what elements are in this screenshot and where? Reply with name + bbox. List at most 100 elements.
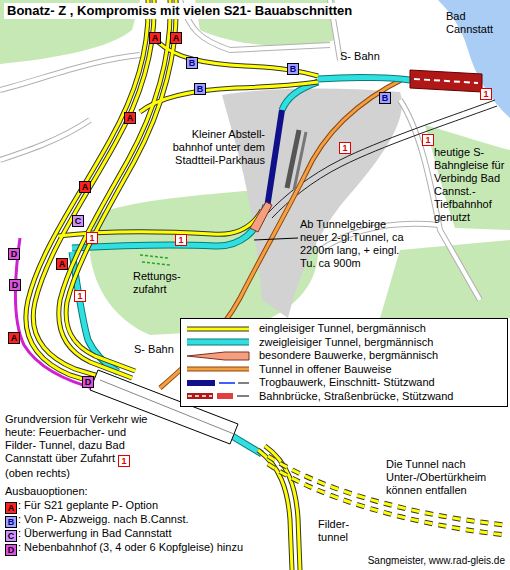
callout-marker: A xyxy=(79,181,91,193)
single-tunnel-edge xyxy=(140,82,318,112)
callout-marker: A xyxy=(149,32,161,44)
legend-text: eingleisiger Tunnel, bergmännisch xyxy=(259,322,426,336)
single-tunnel-edge xyxy=(66,0,176,371)
callout-marker: 1 xyxy=(175,234,187,246)
note-line: B: Von P- Abzweigg. nach B.Cannst. xyxy=(5,513,189,528)
sample-shape xyxy=(187,352,249,360)
callout-marker: B xyxy=(5,516,17,528)
callout-marker: 1 xyxy=(339,142,351,154)
road xyxy=(0,55,140,90)
callout-marker: 1 xyxy=(74,290,86,302)
map-label: Filder- tunnel xyxy=(318,518,363,544)
sample-stroke xyxy=(187,327,249,330)
legend-row: Tunnel in offener Bauweise xyxy=(185,363,507,377)
note-line: Grundversion für Verkehr wie heute: Feue… xyxy=(5,413,155,480)
single-tunnel-edge xyxy=(59,0,170,378)
single-tunnel xyxy=(26,0,148,392)
double-tunnel xyxy=(318,77,410,80)
note-line: D: Nebenbahnhof (3, 4 oder 6 Kopfgleise)… xyxy=(5,541,243,556)
callout-marker: A xyxy=(8,332,20,344)
sample-stroke xyxy=(217,393,233,399)
callout-marker: D xyxy=(5,544,17,556)
legend-text: zweigleisiger Tunnel, bergmännisch xyxy=(259,336,433,350)
river xyxy=(438,0,510,118)
map-label: Sangmeister, www.rad-gleis.de xyxy=(368,554,505,567)
legend-sample xyxy=(185,377,251,389)
rail-bridge xyxy=(410,70,482,92)
map-label: Ab Tunnelgebirge neuer 2-gl.Tunnel, ca 2… xyxy=(300,218,410,270)
map-label: Bad Cannstatt xyxy=(446,10,504,36)
callout-marker: A xyxy=(5,502,17,514)
sample-stroke xyxy=(187,339,249,346)
single-tunnel xyxy=(66,0,176,371)
single-track-tunnels xyxy=(26,0,505,570)
legend-text: Tunnel in offener Bauweise xyxy=(259,363,392,377)
trough-structure xyxy=(267,110,282,208)
single-tunnel xyxy=(59,0,170,378)
callout-marker: D xyxy=(9,279,21,291)
callout-marker: B xyxy=(194,83,206,95)
map-label: heutige S- Bahngleise für Verbindg Bad C… xyxy=(434,146,506,224)
map-label: S- Bahn xyxy=(134,343,174,356)
road-edge xyxy=(0,120,90,160)
note-line: C: Überwerfung in Bad Cannstatt xyxy=(5,527,171,542)
single-tunnel xyxy=(258,450,292,570)
single-tunnel xyxy=(33,0,154,385)
legend-row: eingleisiger Tunnel, bergmännisch xyxy=(185,322,507,336)
green-area xyxy=(425,125,510,230)
callout-marker: C xyxy=(5,530,17,542)
sample-stroke xyxy=(187,393,213,399)
siding-track xyxy=(294,132,306,190)
sample-stroke xyxy=(187,380,215,386)
legend-sample xyxy=(185,323,251,335)
sample-stroke xyxy=(238,382,249,383)
legend-text: besondere Bauwerke, bergmännisch xyxy=(259,349,438,363)
sample-stroke xyxy=(219,382,235,384)
map-label: S- Bahn xyxy=(340,50,380,63)
sample-stroke xyxy=(187,368,249,371)
leader-line xyxy=(254,238,298,240)
callout-marker: 1 xyxy=(86,232,98,244)
dropped-tunnel xyxy=(268,456,505,525)
note-text: (oben rechts) xyxy=(5,467,70,479)
legend-text: Bahnbrücke, Straßenbrücke, Stützwand xyxy=(259,390,453,404)
note-text: : Von P- Abzweigg. nach B.Cannst. xyxy=(18,513,189,525)
callout-marker: B xyxy=(379,92,391,104)
callout-marker: B xyxy=(186,57,198,69)
sample-stroke xyxy=(237,396,249,397)
callout-marker: A xyxy=(124,112,136,124)
rescue-access xyxy=(140,255,170,265)
map-label: Kleiner Abstell- bahnhof unter dem Stadt… xyxy=(160,128,265,167)
single-tunnel-edge xyxy=(33,0,154,385)
map-label: Ausbauoptionen: xyxy=(5,485,88,498)
callout-marker: 1 xyxy=(422,134,434,146)
callout-marker: D xyxy=(82,376,94,388)
note-line: A: Für S21 geplante P- Option xyxy=(5,499,158,514)
road-edge xyxy=(0,55,140,90)
legend-sample xyxy=(185,363,251,375)
callout-marker: 1 xyxy=(118,455,130,467)
callout-marker: B xyxy=(287,63,299,75)
legend-row: besondere Bauwerke, bergmännisch xyxy=(185,349,507,363)
callout-marker: A xyxy=(56,258,68,270)
single-tunnel xyxy=(158,42,318,76)
special-structure xyxy=(250,202,272,232)
legend-row: zweigleisiger Tunnel, bergmännisch xyxy=(185,336,507,350)
map-label: Rettungs- zufahrt xyxy=(133,270,191,296)
sample-stroke xyxy=(187,340,249,345)
double-tunnel-edge xyxy=(318,77,410,80)
note-text: : Nebenbahnhof (3, 4 oder 6 Kopfgleise) … xyxy=(18,541,243,553)
bridge-marking xyxy=(414,79,478,83)
sample-stroke xyxy=(187,326,249,331)
sample-stroke xyxy=(187,367,249,372)
legend-row: Bahnbrücke, Straßenbrücke, Stützwand xyxy=(185,390,507,404)
note-text: : Überwerfung in Bad Cannstatt xyxy=(18,527,171,539)
map-label: Die Tunnel nach Unter-/Obertürkheim könn… xyxy=(386,458,504,497)
callout-marker: D xyxy=(8,248,20,260)
callout-marker: A xyxy=(170,32,182,44)
legend-sample xyxy=(185,350,251,362)
sample-stroke xyxy=(188,396,212,398)
map-title: Bonatz- Z , Kompromiss mit vielen S21- B… xyxy=(4,3,355,19)
legend-sample xyxy=(185,390,251,402)
